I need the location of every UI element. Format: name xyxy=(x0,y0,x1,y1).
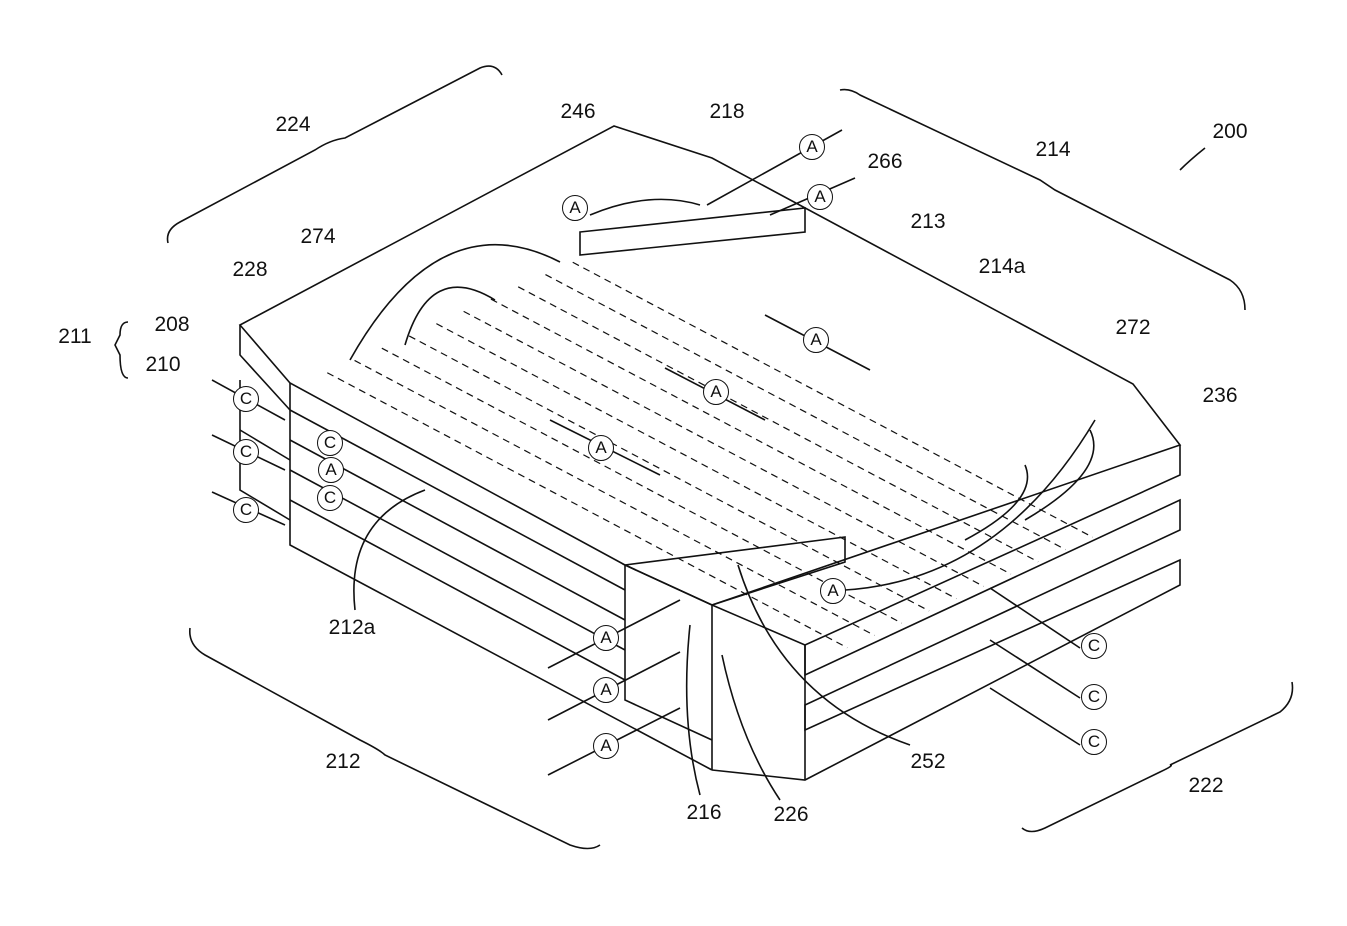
flow-marker-A: A xyxy=(803,327,829,353)
flow-marker-A: A xyxy=(588,435,614,461)
arrow xyxy=(990,688,1080,745)
brace-211 xyxy=(115,322,128,378)
reference-numeral-211: 211 xyxy=(58,325,91,349)
reference-numeral-212: 212 xyxy=(325,750,360,774)
flow-marker-A: A xyxy=(820,578,846,604)
bracket-212 xyxy=(190,628,600,849)
layer-2 xyxy=(712,500,1180,780)
reference-numeral-236: 236 xyxy=(1202,384,1237,408)
flow-curve xyxy=(1025,430,1094,520)
reference-numeral-226: 226 xyxy=(773,803,808,827)
flow-curve xyxy=(405,287,495,345)
flow-marker-C: C xyxy=(317,430,343,456)
leader-212a xyxy=(354,490,425,610)
flow-marker-C: C xyxy=(1081,729,1107,755)
reference-numeral-216: 216 xyxy=(686,801,721,825)
leader-200 xyxy=(1180,148,1205,170)
leader-226 xyxy=(722,655,780,800)
reference-numeral-214: 214 xyxy=(1035,138,1070,162)
reference-numeral-222: 222 xyxy=(1188,774,1223,798)
reference-numeral-274: 274 xyxy=(300,225,335,249)
channel-line xyxy=(436,324,956,599)
channel-line xyxy=(491,299,1011,574)
bracket-222 xyxy=(1022,682,1293,832)
channel-line xyxy=(573,262,1093,537)
flow-curve xyxy=(350,245,560,360)
reference-numeral-200: 200 xyxy=(1212,120,1247,144)
flow-marker-A: A xyxy=(799,134,825,160)
bracket-214 xyxy=(840,90,1245,310)
reference-numeral-252: 252 xyxy=(910,750,945,774)
flow-marker-C: C xyxy=(233,386,259,412)
channel-line xyxy=(409,336,929,611)
reference-numeral-266: 266 xyxy=(867,150,902,174)
flow-curve xyxy=(845,420,1095,590)
reference-numeral-228: 228 xyxy=(232,258,267,282)
flow-marker-A: A xyxy=(562,195,588,221)
reference-numeral-272: 272 xyxy=(1115,316,1150,340)
flow-marker-A: A xyxy=(318,457,344,483)
reference-numeral-224: 224 xyxy=(275,113,310,137)
flow-marker-A: A xyxy=(593,677,619,703)
left-layer-lines xyxy=(290,500,625,680)
reference-numeral-213: 213 xyxy=(910,210,945,234)
channel-line xyxy=(545,275,1065,550)
flow-marker-A: A xyxy=(807,184,833,210)
flow-marker-C: C xyxy=(1081,633,1107,659)
flow-marker-C: C xyxy=(233,439,259,465)
channel-line xyxy=(355,360,875,635)
flow-marker-A: A xyxy=(703,379,729,405)
flow-channels xyxy=(327,262,1092,647)
reference-numeral-214a: 214a xyxy=(979,255,1026,279)
flow-marker-A: A xyxy=(593,733,619,759)
bracket-224 xyxy=(168,66,503,243)
arrow xyxy=(990,640,1080,698)
flow-marker-A: A xyxy=(593,625,619,651)
reference-numeral-208: 208 xyxy=(154,313,189,337)
flow-marker-C: C xyxy=(317,485,343,511)
top-face xyxy=(240,126,1180,605)
reference-numeral-212a: 212a xyxy=(329,616,376,640)
reference-numeral-218: 218 xyxy=(709,100,744,124)
leader-216 xyxy=(687,625,700,795)
flow-marker-C: C xyxy=(233,497,259,523)
flow-curve xyxy=(590,199,700,215)
reference-numeral-210: 210 xyxy=(145,353,180,377)
flow-marker-C: C xyxy=(1081,684,1107,710)
reference-numeral-246: 246 xyxy=(560,100,595,124)
